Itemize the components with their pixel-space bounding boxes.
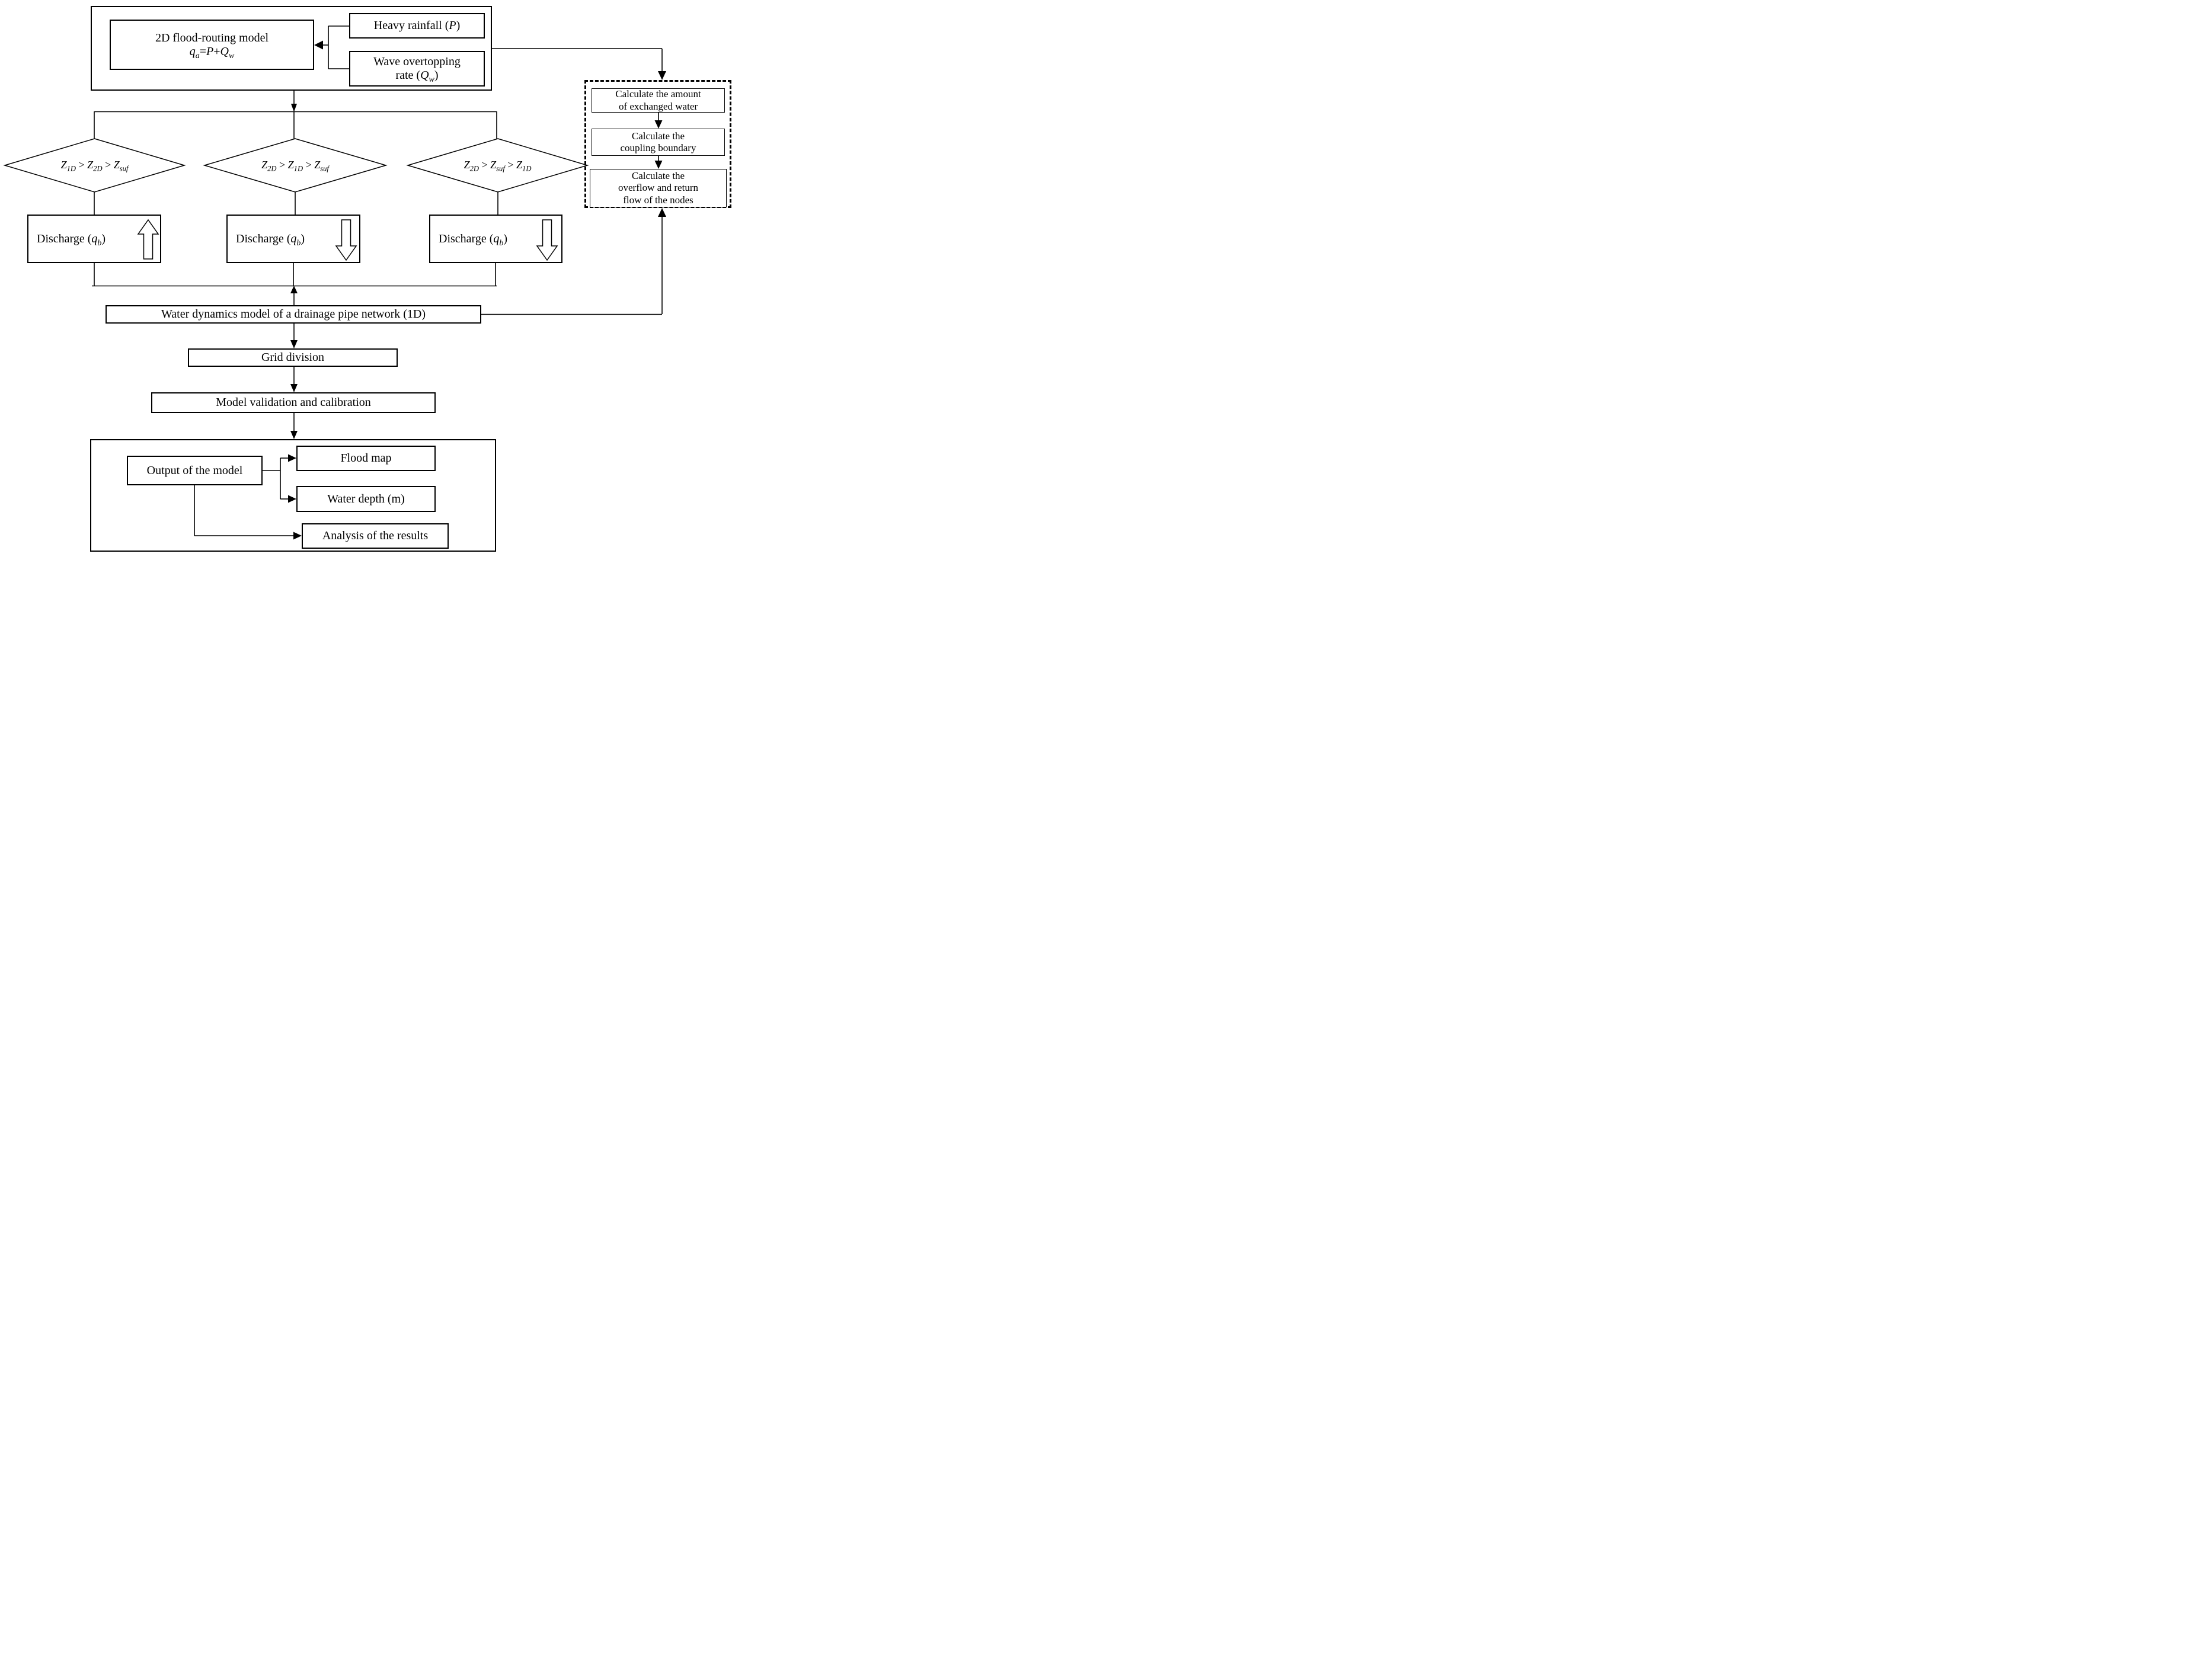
node-label: Water depth (m) (327, 492, 405, 505)
left-arrowhead-icon (314, 40, 323, 50)
node-calc-coupling-boundary: Calculate the coupling boundary (592, 129, 725, 156)
node-label: flow of the nodes (623, 194, 693, 206)
node-label: Heavy rainfall (P) (373, 19, 461, 32)
diamond-condition-2: Z2D > Z1D > Zsuf (261, 159, 329, 173)
node-label: overflow and return (618, 182, 698, 194)
down-arrowhead-icon (290, 431, 298, 439)
node-grid-division: Grid division (188, 348, 398, 367)
node-label: Analysis of the results (322, 529, 429, 542)
flowchart-connectors (3, 25, 666, 540)
down-arrowhead-icon (658, 71, 666, 80)
up-arrowhead-icon (290, 286, 298, 293)
decision-diamond (406, 138, 589, 193)
formula: qa=P+Qw (189, 44, 235, 60)
down-arrowhead-icon (654, 161, 663, 169)
node-label: Flood map (340, 452, 392, 465)
node-model-validation: Model validation and calibration (151, 392, 436, 413)
right-arrowhead-icon (288, 495, 296, 503)
down-arrowhead-icon (291, 104, 297, 112)
down-arrowhead-icon (290, 384, 298, 392)
node-label: Calculate the (631, 170, 685, 182)
node-label: of exchanged water (618, 100, 698, 112)
right-arrowhead-icon (288, 454, 296, 462)
node-calc-exchanged-water: Calculate the amount of exchanged water (592, 88, 725, 113)
node-label: Grid division (261, 351, 325, 364)
down-arrowhead-icon (654, 120, 663, 129)
node-label: Discharge (qb) (37, 232, 106, 248)
down-arrowhead-icon (290, 340, 298, 348)
node-flood-map: Flood map (296, 446, 436, 471)
node-pipe-network-model: Water dynamics model of a drainage pipe … (106, 305, 481, 324)
node-discharge-down-2: Discharge (qb) (429, 215, 562, 263)
node-water-depth: Water depth (m) (296, 486, 436, 512)
node-label: Discharge (qb) (439, 232, 508, 248)
node-label: rate (Qw) (395, 69, 439, 84)
up-arrowhead-icon (658, 208, 666, 217)
right-arrowhead-icon (293, 532, 302, 540)
node-label: Wave overtopping (373, 55, 461, 68)
node-wave-overtopping-rate: Wave overtopping rate (Qw) (349, 51, 485, 87)
node-label: Model validation and calibration (216, 396, 371, 409)
diamond-condition-3: Z2D > Zsuf > Z1D (464, 159, 532, 173)
decision-diamond (203, 138, 388, 193)
node-label: Calculate the (631, 130, 685, 142)
node-2d-flood-routing-model: 2D flood-routing model qa=P+Qw (110, 20, 314, 70)
node-discharge-down-1: Discharge (qb) (226, 215, 360, 263)
node-analysis-results: Analysis of the results (302, 523, 449, 549)
output-group-frame (90, 439, 496, 552)
diamond-condition-1: Z1D > Z2D > Zsuf (60, 159, 129, 173)
decision-diamond (3, 138, 186, 193)
node-calc-overflow-return: Calculate the overflow and return flow o… (590, 169, 727, 207)
node-label: 2D flood-routing model (155, 31, 269, 44)
connector-lines (92, 25, 663, 536)
node-label: Calculate the amount (615, 88, 701, 100)
node-label: Discharge (qb) (236, 232, 305, 248)
top-group-frame (91, 6, 492, 91)
node-label: Water dynamics model of a drainage pipe … (161, 308, 426, 321)
node-heavy-rainfall: Heavy rainfall (P) (349, 13, 485, 39)
node-label: coupling boundary (620, 142, 696, 153)
node-label: Output of the model (146, 463, 243, 477)
flowchart-canvas: 2D flood-routing model qa=P+Qw Heavy rai… (0, 0, 737, 555)
node-output-of-model: Output of the model (127, 456, 263, 485)
node-discharge-up: Discharge (qb) (27, 215, 161, 263)
